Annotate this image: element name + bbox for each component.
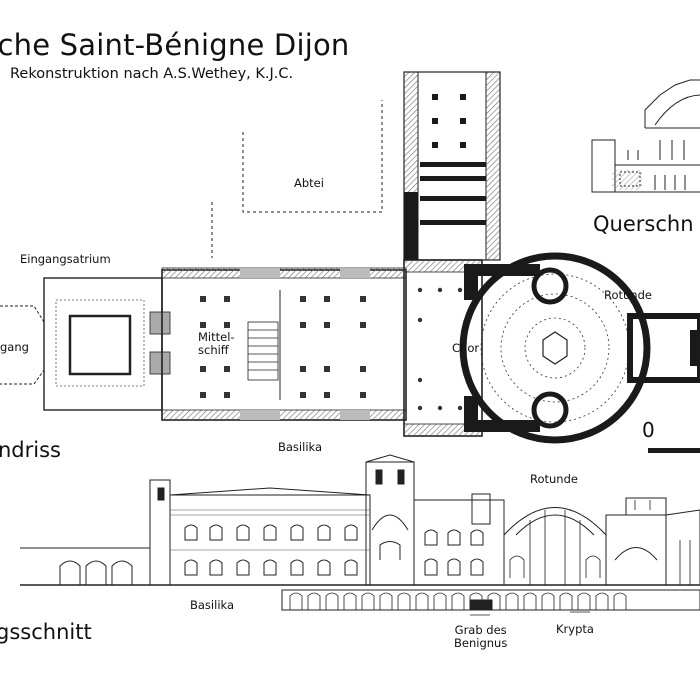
- abbey-hall: [403, 71, 501, 261]
- basilica-plan: [161, 267, 407, 421]
- rotunda-plan: [459, 252, 700, 444]
- choir-plan: [403, 259, 540, 437]
- label-choir: Chor: [452, 341, 480, 355]
- label-crypt: Krypta: [556, 622, 594, 636]
- cross-section-drawing: [591, 79, 700, 193]
- label-rotunda-section: Rotunde: [530, 472, 578, 486]
- label-basilica-section: Basilika: [190, 598, 235, 612]
- longitudinal-section-heading: gsschnitt: [0, 620, 92, 644]
- scale-zero: 0: [642, 418, 655, 442]
- label-basilica-plan: Basilika: [278, 440, 323, 454]
- ground-plan-heading: ndriss: [0, 438, 61, 462]
- label-nave: Mittel- schiff: [198, 330, 235, 357]
- cross-section-heading: Querschn: [593, 212, 694, 236]
- atrium-plan: [0, 277, 171, 411]
- label-tomb: Grab des Benignus: [454, 623, 508, 650]
- label-entrance: gang: [0, 340, 29, 354]
- label-abbey: Abtei: [294, 176, 324, 190]
- label-rotunda-plan: Rotunde: [604, 288, 652, 302]
- label-entrance-atrium: Eingangsatrium: [20, 252, 111, 266]
- longitudinal-section-drawing: [20, 454, 700, 616]
- page-subtitle: Rekonstruktion nach A.S.Wethey, K.J.C.: [10, 66, 294, 82]
- page-title: rche Saint-Bénigne Dijon: [0, 28, 350, 62]
- scale-bar: [648, 448, 700, 453]
